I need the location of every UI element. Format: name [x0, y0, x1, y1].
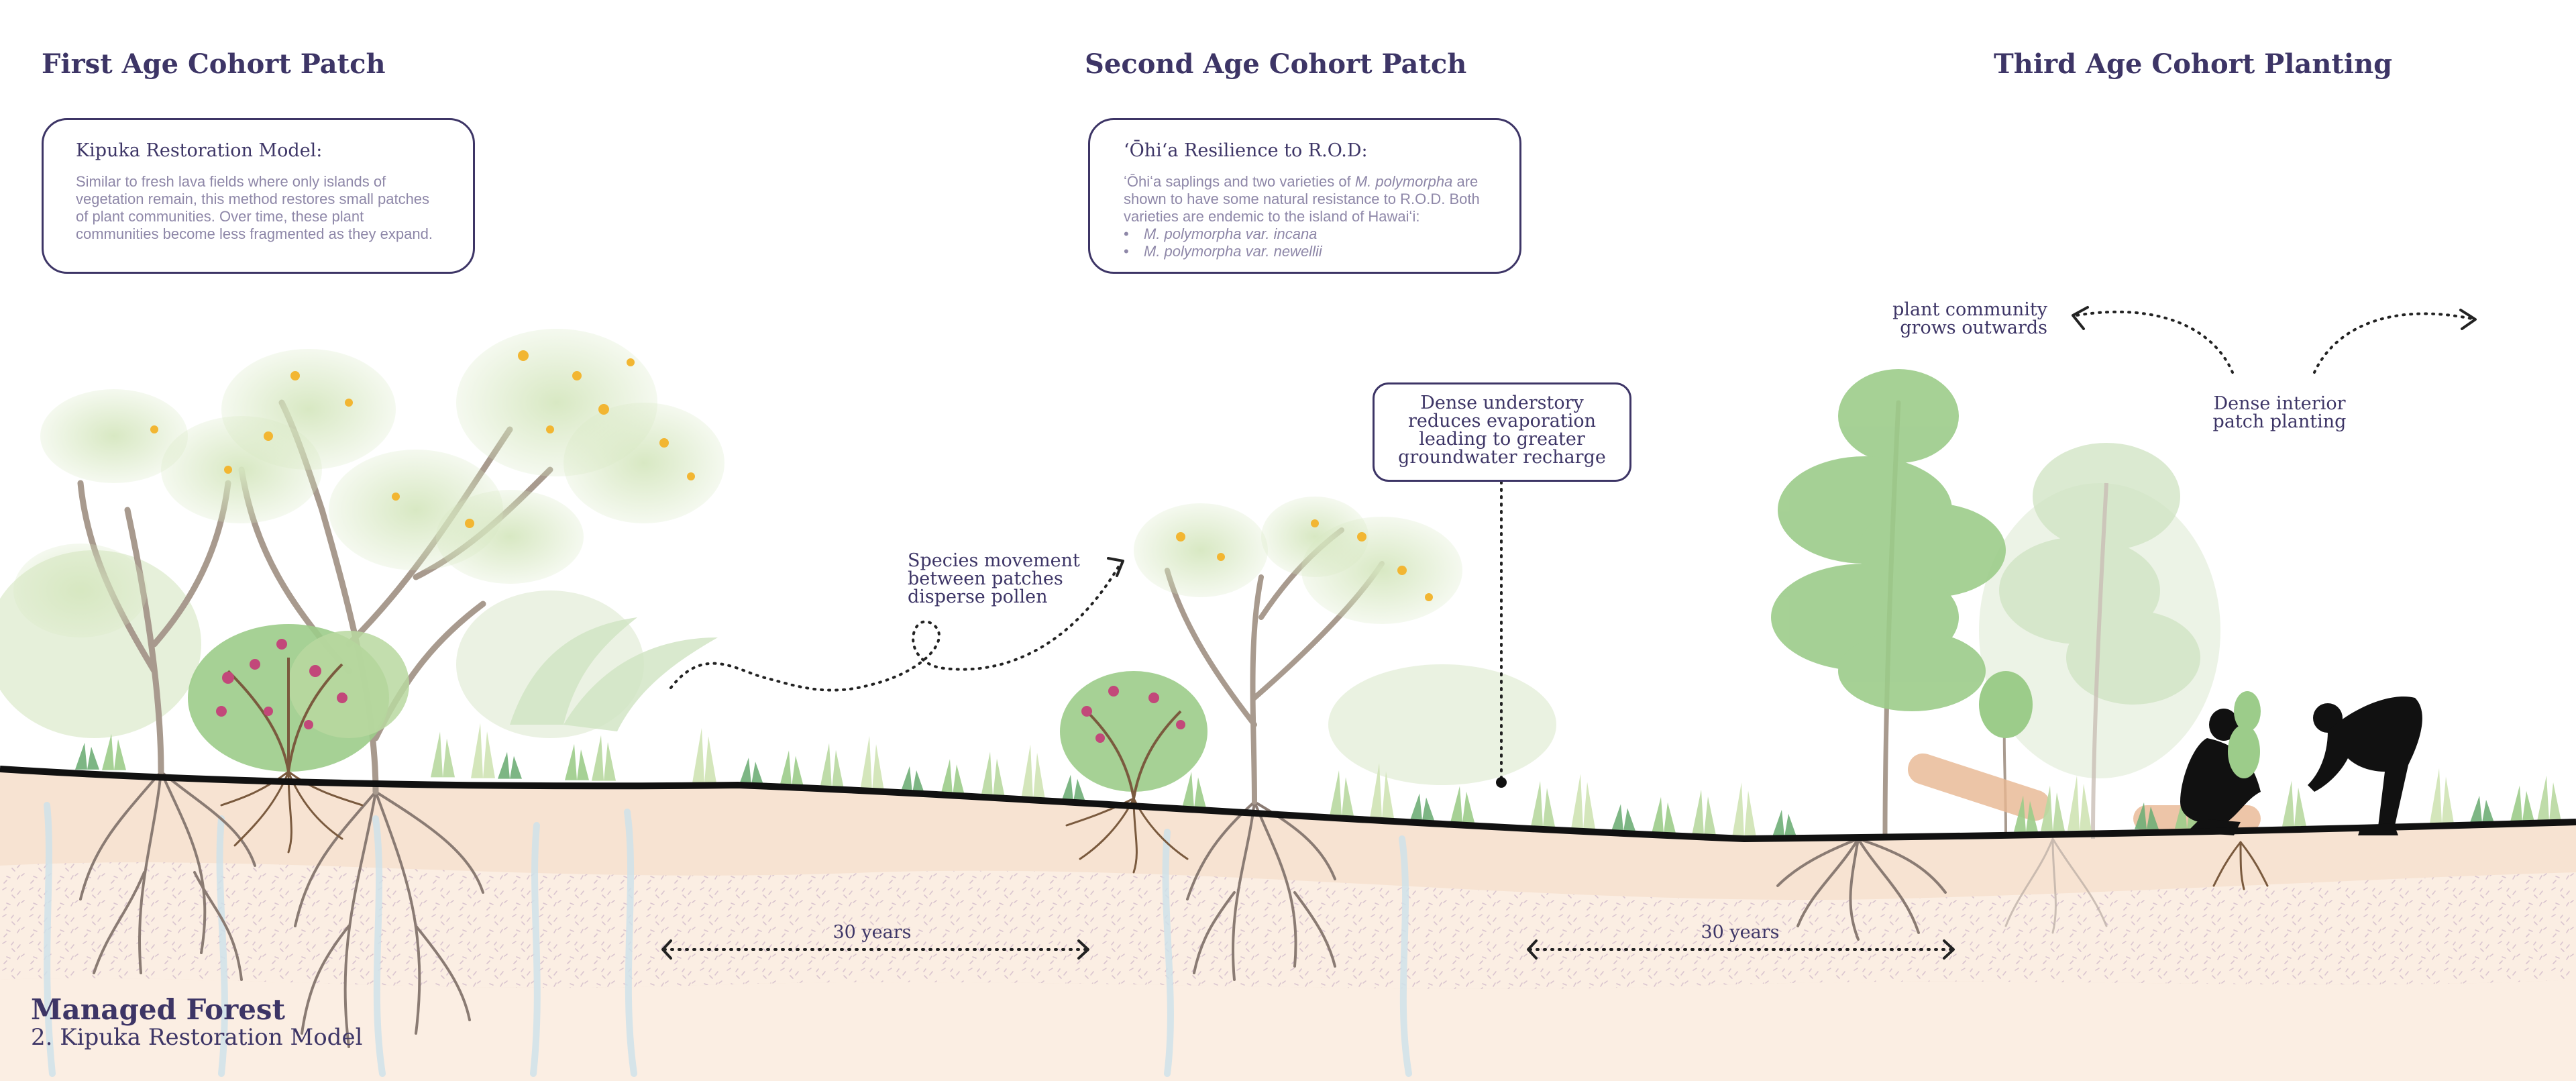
fern-plant — [498, 752, 522, 779]
fern-plant — [592, 735, 616, 781]
fern-plant — [1611, 804, 1635, 831]
dense-interior-label: Dense interior patch planting — [2200, 395, 2359, 431]
deep-soil — [0, 978, 2576, 1081]
second-patch-heading: Second Age Cohort Patch — [1085, 48, 1467, 80]
years-span-label-1: 30 years — [833, 922, 912, 943]
ohia-body-part-1: ʻŌhiʻa saplings and two varieties of — [1124, 173, 1355, 190]
fern-plant — [1692, 789, 1716, 835]
fern-plant — [2430, 768, 2454, 824]
fern-plant — [692, 727, 716, 783]
second-patch-shrub — [1060, 671, 1208, 799]
fern-plant — [1732, 782, 1756, 837]
fern-plant — [1370, 763, 1394, 819]
arrowheads — [661, 306, 2477, 960]
fern-plant — [1571, 774, 1595, 829]
fern-plant — [1021, 744, 1045, 800]
groundwater-streaks — [44, 802, 1412, 1077]
first-patch-shrub — [188, 624, 409, 772]
kipuka-box-title: Kipuka Restoration Model: — [76, 140, 323, 161]
fern-plant — [2014, 795, 2038, 832]
fern-plant — [1450, 786, 1474, 823]
plant-community-label: plant community grows outwards — [1878, 301, 2047, 337]
ohia-variety-item: M. polymorpha var. incana — [1124, 225, 1486, 243]
label-line: grows outwards — [1900, 317, 2047, 338]
fern-plant — [1772, 809, 1796, 837]
species-movement-label: Species movement between patches dispers… — [908, 552, 1080, 606]
second-patch-trees — [1060, 497, 1462, 805]
fern-plant — [2510, 785, 2534, 822]
fern-plant — [900, 766, 924, 793]
kipuka-box-body: Similar to fresh lava fields where only … — [76, 173, 433, 242]
fern-plant — [1330, 770, 1354, 816]
ohia-resilience-box: ʻŌhiʻa Resilience to R.O.D: ʻŌhiʻa sapli… — [1088, 118, 1521, 274]
fern-plant — [2068, 775, 2092, 831]
fern-plant — [1182, 772, 1206, 809]
fern-plant — [565, 743, 589, 780]
label-line: leading to greater — [1419, 429, 1585, 450]
kipuka-model-box: Kipuka Restoration Model: Similar to fre… — [42, 118, 475, 274]
label-line: disperse pollen — [908, 586, 1048, 607]
fern-plant — [981, 752, 1005, 798]
fern-plant — [2537, 775, 2561, 821]
first-patch-trees — [13, 329, 724, 795]
planting-people — [2180, 691, 2422, 835]
ohia-variety-item: M. polymorpha var. newellii — [1124, 243, 1486, 260]
fern-plant — [739, 758, 763, 785]
pollen-path-arrow — [669, 562, 1122, 692]
speckled-subsoil — [0, 862, 2576, 989]
fern-plant — [1531, 781, 1555, 827]
fern-plant — [820, 743, 844, 789]
fern-plant — [2282, 780, 2306, 827]
fern-plant — [941, 759, 965, 796]
fern-plant — [102, 733, 126, 770]
years-span-label-2: 30 years — [1701, 922, 1780, 943]
first-patch-canopies — [13, 329, 724, 637]
label-line: plant community — [1892, 299, 2047, 320]
crouching-person — [2180, 709, 2261, 835]
yellow-blossoms — [150, 350, 695, 528]
label-line: reduces evaporation — [1407, 411, 1597, 431]
outward-arrow-right — [2313, 312, 2473, 374]
label-line: groundwater recharge — [1398, 447, 1606, 468]
fern-plant — [2470, 795, 2494, 823]
section-subtitle: 2. Kipuka Restoration Model — [31, 1024, 363, 1051]
fern-plant — [1410, 793, 1434, 821]
label-line: patch planting — [2212, 411, 2347, 432]
understory-ferns — [75, 723, 2561, 837]
fern-plant — [1061, 774, 1085, 802]
ohia-variety-list: M. polymorpha var. incana M. polymorpha … — [1124, 225, 1486, 260]
label-line: between patches — [908, 568, 1063, 589]
fern-plant — [780, 750, 804, 787]
bending-person — [2308, 697, 2422, 835]
ohia-body-part-2: are shown to have some natural resistanc… — [1124, 173, 1480, 225]
tree-roots — [79, 770, 2269, 1048]
first-patch-heading: First Age Cohort Patch — [42, 48, 386, 80]
dense-understory-callout: Dense understory reduces evaporation lea… — [1373, 382, 1631, 482]
label-line: Dense interior — [2213, 393, 2346, 414]
fern-plant — [75, 742, 99, 770]
fern-plant — [1652, 796, 1676, 833]
ground-line — [0, 766, 2576, 843]
annotation-arrows — [663, 310, 2473, 951]
label-line: Dense understory — [1420, 393, 1584, 413]
ohia-box-title: ʻŌhiʻa Resilience to R.O.D: — [1124, 140, 1368, 161]
fern-plant — [431, 731, 455, 778]
ohia-body-species: M. polymorpha — [1354, 173, 1453, 190]
label-line: Species movement — [908, 550, 1080, 571]
section-title: Managed Forest — [31, 993, 285, 1026]
third-patch-trees — [1771, 369, 2200, 839]
understory-point — [1496, 777, 1507, 788]
fern-plant — [860, 735, 884, 791]
fern-plant — [2135, 802, 2159, 829]
outward-arrow-left — [2075, 310, 2234, 374]
soil-layers — [0, 769, 2576, 1081]
fern-plant — [2041, 785, 2065, 831]
fern-plant — [471, 723, 495, 778]
ohia-box-body: ʻŌhiʻa saplings and two varieties of M. … — [1124, 173, 1486, 225]
third-patch-heading: Third Age Cohort Planting — [1994, 48, 2393, 80]
